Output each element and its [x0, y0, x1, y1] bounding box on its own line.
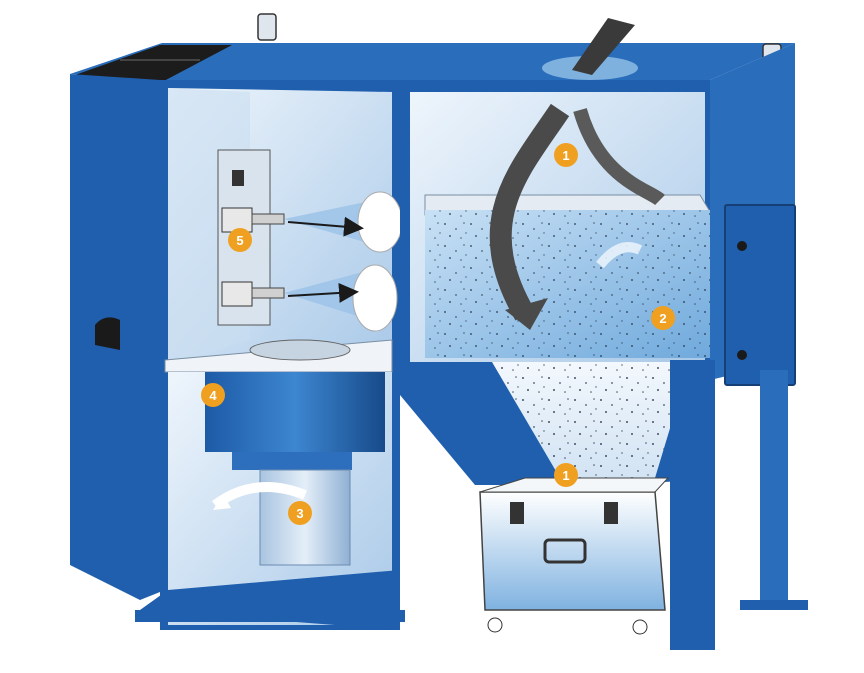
fan-housing	[205, 372, 385, 452]
access-door-knob-upper	[737, 241, 747, 251]
fan-housing-base	[232, 452, 352, 470]
dust-collection-bin	[480, 492, 665, 610]
fan-inlet-ring	[250, 340, 350, 360]
door-latch-handle	[95, 317, 120, 350]
base-skid	[135, 610, 405, 622]
callout-badge-3-fan-airflow: 3	[288, 501, 312, 525]
callout-badge-1-inlet: 1	[554, 143, 578, 167]
callout-badge-5-valves: 5	[228, 228, 252, 252]
support-leg-front	[670, 360, 715, 650]
leg-foot-back	[740, 600, 808, 610]
bin-caster-right	[633, 620, 647, 634]
svg-text:4: 4	[209, 388, 217, 403]
bin-clamp-right	[604, 502, 618, 524]
lifting-eye-left	[258, 14, 276, 40]
callout-badge-2-filter: 2	[651, 306, 675, 330]
callout-badge-4-fan-housing: 4	[201, 383, 225, 407]
svg-text:1: 1	[562, 148, 569, 163]
right-access-door	[725, 205, 795, 385]
bin-clamp-left	[510, 502, 524, 524]
svg-text:1: 1	[562, 468, 569, 483]
access-door-knob-lower	[737, 350, 747, 360]
support-leg-back	[760, 370, 788, 610]
svg-text:5: 5	[236, 233, 243, 248]
bin-caster-left	[488, 618, 502, 632]
filter-end-cap-upper	[358, 192, 402, 252]
pressure-gauge	[232, 170, 244, 186]
filter-dust-particles	[425, 210, 712, 358]
svg-text:3: 3	[296, 506, 303, 521]
svg-text:2: 2	[659, 311, 666, 326]
filter-end-cap-lower	[353, 265, 397, 331]
callout-badge-1-outlet: 1	[554, 463, 578, 487]
